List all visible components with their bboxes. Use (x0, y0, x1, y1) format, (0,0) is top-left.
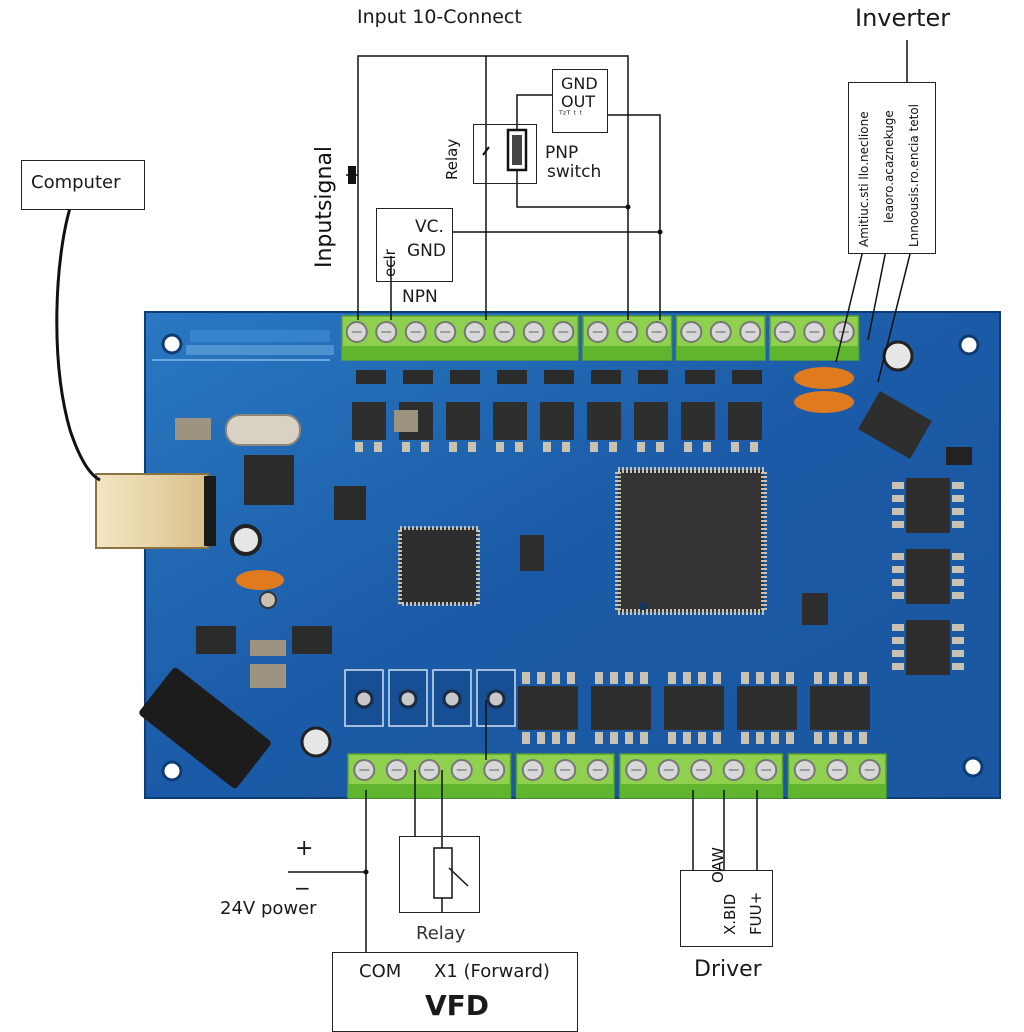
small-mosfet (638, 370, 668, 384)
npn-side-label: eclr (381, 249, 399, 277)
relay-bottom-label: Relay (416, 923, 466, 944)
vfd-box: COM X1 (Forward) VFD (332, 952, 578, 1032)
optocoupler (518, 686, 578, 730)
crystal (225, 414, 301, 446)
computer-label: Computer (31, 172, 121, 193)
small-mosfet (450, 370, 480, 384)
power-minus: − (294, 876, 311, 900)
vfd-x1-label: X1 (Forward) (434, 961, 550, 982)
driver-ic (906, 478, 950, 533)
input-signal-label: Inputsignal (312, 145, 337, 268)
computer-box: Computer (21, 160, 145, 210)
sensor-out-label: OUT (561, 92, 596, 111)
power-plus: + (295, 836, 314, 861)
optocoupler (664, 686, 724, 730)
inverter-label: Inverter (855, 4, 951, 32)
vfd-label: VFD (425, 989, 490, 1022)
small-mosfet (591, 370, 621, 384)
vfd-com-label: COM (359, 961, 402, 982)
driver-ic (906, 549, 950, 604)
driver-pin-3: FUU+ (747, 891, 765, 935)
driver-label: Driver (694, 957, 762, 982)
npn-gnd-label: GND (407, 241, 446, 261)
mosfet (540, 402, 574, 440)
electrolytic-capacitor (230, 524, 262, 556)
inverter-pin-2: leaoro.acaznekuge (882, 110, 896, 223)
pnp-label: PNP (545, 143, 579, 163)
optocoupler (810, 686, 870, 730)
ceramic-capacitor (236, 570, 284, 590)
mosfet (681, 402, 715, 440)
optocoupler (737, 686, 797, 730)
driver-box: OAW X.BID FUU+ (680, 847, 773, 947)
diagram-title: Input 10-Connect (357, 6, 522, 28)
inverter-pin-3: Lnnoousis.ro.encia tetol (907, 103, 921, 247)
potentiometer (442, 689, 462, 709)
small-mosfet (544, 370, 574, 384)
usb-cable (55, 207, 101, 482)
mount-hole (161, 333, 183, 355)
relay-top-label: Relay (443, 138, 461, 180)
inverter-pin-1: Amitiuc.sti llo.neclione (857, 111, 871, 247)
small-mosfet (685, 370, 715, 384)
potentiometer (486, 689, 506, 709)
inverter-box: Amitiuc.sti llo.neclione leaoro.acazneku… (848, 82, 936, 254)
driver-ic (906, 620, 950, 675)
small-mosfet (732, 370, 762, 384)
sensor-extra-label: ᵀᶻᵀ ᵗ ᵗ (559, 110, 583, 121)
mosfet (493, 402, 527, 440)
relay-box (399, 836, 480, 913)
pnp-relay-box (473, 124, 537, 184)
small-mosfet (497, 370, 527, 384)
usb-connector (95, 473, 209, 549)
main-mcu (615, 467, 767, 615)
mount-hole (161, 760, 183, 782)
driver-pin-2: X.BID (721, 893, 739, 935)
npn-vc-label: VC. (415, 217, 444, 237)
potentiometer (354, 689, 374, 709)
mosfet (728, 402, 762, 440)
small-mosfet (356, 370, 386, 384)
optocoupler (591, 686, 651, 730)
small-mosfet (403, 370, 433, 384)
mount-hole (962, 756, 984, 778)
mosfet (352, 402, 386, 440)
sensor-gnd-label: GND (561, 74, 598, 93)
potentiometer (398, 689, 418, 709)
mosfet (446, 402, 480, 440)
mosfet (587, 402, 621, 440)
npn-box: VC. GND eclr (376, 208, 453, 282)
sensor-box: GND OUT ᵀᶻᵀ ᵗ ᵗ (552, 69, 608, 133)
black-component (139, 667, 271, 789)
driver-pin-1: OAW (709, 847, 727, 883)
npn-label: NPN (402, 287, 438, 307)
switch-label: switch (547, 162, 602, 182)
mount-hole (958, 334, 980, 356)
power-label: 24V power (220, 898, 317, 919)
mosfet (634, 402, 668, 440)
